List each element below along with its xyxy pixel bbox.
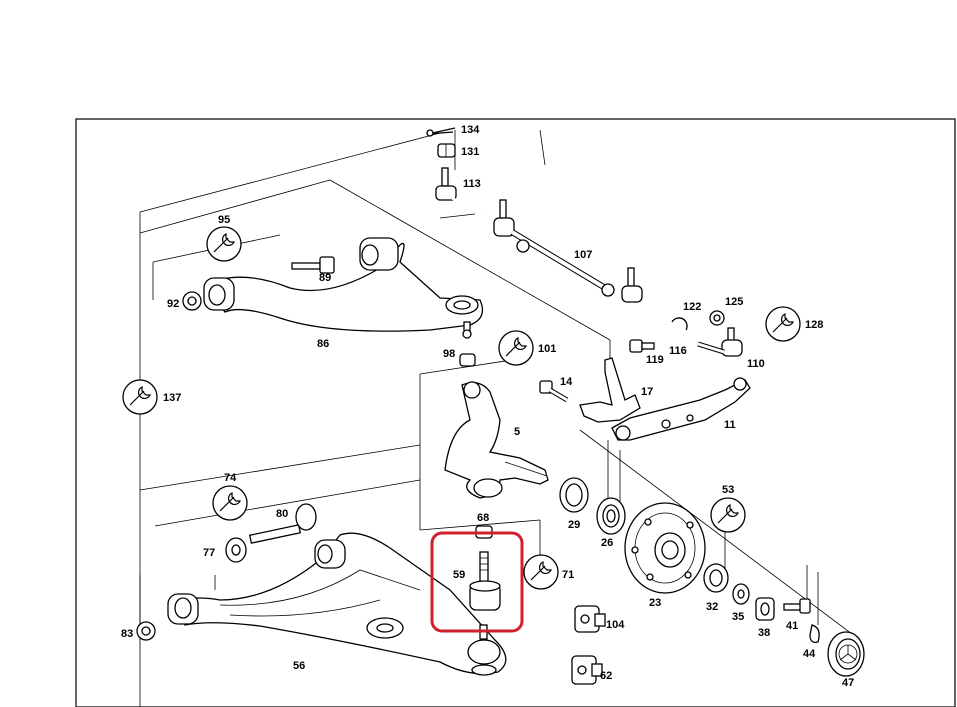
callout-98: 98 xyxy=(443,348,456,360)
cotter-pin-134 xyxy=(426,127,456,137)
wrench-icon xyxy=(122,379,158,415)
clip-44 xyxy=(809,624,820,643)
callout-23: 23 xyxy=(649,597,662,609)
ball-joint-59 xyxy=(469,551,501,611)
leader-lines xyxy=(139,129,861,707)
callout-17: 17 xyxy=(641,386,654,398)
highlight-box-59 xyxy=(430,531,524,633)
callout-89: 89 xyxy=(319,272,332,284)
callout-92: 92 xyxy=(167,298,180,310)
callout-26: 26 xyxy=(601,537,614,549)
callout-95: 95 xyxy=(218,214,231,226)
callout-104: 104 xyxy=(606,619,625,631)
bolt-41 xyxy=(783,598,811,614)
callout-29: 29 xyxy=(568,519,581,531)
callout-137: 137 xyxy=(163,392,182,404)
part-104 xyxy=(574,605,606,633)
callout-32: 32 xyxy=(706,601,719,613)
nut-38 xyxy=(755,597,775,621)
small-hardware-group xyxy=(629,310,725,353)
callout-14: 14 xyxy=(560,376,573,388)
callout-101: 101 xyxy=(538,343,557,355)
callout-128: 128 xyxy=(805,319,824,331)
callout-35: 35 xyxy=(732,611,745,623)
callout-119: 119 xyxy=(646,354,664,366)
callout-59: 59 xyxy=(453,569,466,581)
callout-80: 80 xyxy=(276,508,289,520)
part-62 xyxy=(571,655,603,685)
callout-122: 122 xyxy=(683,301,702,313)
callout-110: 110 xyxy=(747,358,765,370)
callout-125: 125 xyxy=(725,296,744,308)
drag-link-107 xyxy=(493,199,643,303)
callout-47: 47 xyxy=(842,677,855,689)
callout-44: 44 xyxy=(803,648,816,660)
bolt-14 xyxy=(539,380,569,403)
callout-113: 113 xyxy=(463,178,481,190)
nut-83 xyxy=(136,621,156,641)
callout-5: 5 xyxy=(514,426,521,438)
lower-ball-joint xyxy=(467,624,501,676)
callout-134: 134 xyxy=(461,124,480,136)
callout-68: 68 xyxy=(477,512,490,524)
bearing-26 xyxy=(596,497,626,535)
callout-107: 107 xyxy=(574,249,593,261)
nut-98 xyxy=(459,353,476,367)
steering-arm-11 xyxy=(611,377,751,441)
nut-92 xyxy=(182,291,202,311)
washer-35 xyxy=(732,583,750,605)
tie-rod-end-113 xyxy=(435,167,483,217)
bearing-32 xyxy=(703,563,729,593)
callout-131: 131 xyxy=(461,146,480,158)
callout-41: 41 xyxy=(786,620,799,632)
castle-nut-131 xyxy=(437,143,456,158)
callout-77: 77 xyxy=(203,547,216,559)
callout-116: 116 xyxy=(669,345,687,357)
callout-53: 53 xyxy=(722,484,735,496)
lower-control-arm-56 xyxy=(167,532,507,675)
diagram-frame xyxy=(75,118,956,707)
callout-56: 56 xyxy=(293,660,306,672)
bracket-17 xyxy=(579,357,641,423)
hub-cap-47 xyxy=(827,631,865,677)
wrench-icon xyxy=(212,485,248,521)
callout-86: 86 xyxy=(317,338,330,350)
callout-71: 71 xyxy=(562,569,575,581)
wrench-icon xyxy=(710,497,746,533)
wrench-icon xyxy=(765,306,801,342)
steering-knuckle-5 xyxy=(444,381,549,499)
callout-83: 83 xyxy=(121,628,134,640)
bolt-80 xyxy=(248,503,317,544)
wrench-icon xyxy=(206,226,242,262)
seal-29 xyxy=(559,477,589,513)
callout-74: 74 xyxy=(224,472,237,484)
wheel-hub-23 xyxy=(624,502,706,594)
wrench-icon xyxy=(498,330,534,366)
callout-11: 11 xyxy=(724,419,736,431)
wrench-icon xyxy=(523,554,559,590)
bolt-89 xyxy=(291,256,335,274)
callout-62: 62 xyxy=(600,670,613,682)
tie-rod-end-110 xyxy=(697,327,743,357)
bushing-77 xyxy=(225,537,247,563)
upper-control-arm-86 xyxy=(203,237,484,339)
callout-38: 38 xyxy=(758,627,771,639)
